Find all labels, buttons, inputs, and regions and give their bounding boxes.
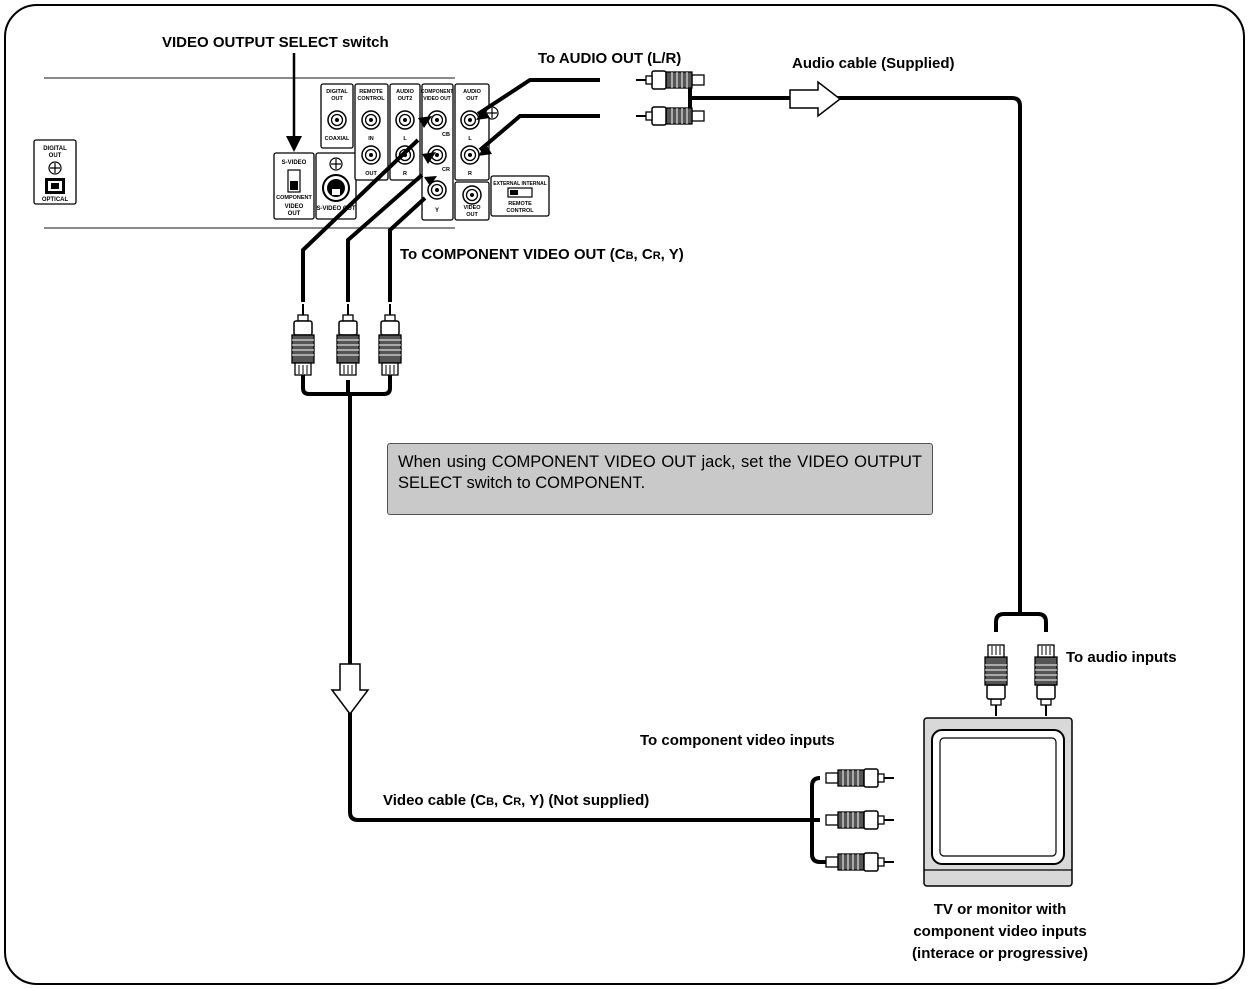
diagram-frame [4,4,1245,985]
to-component-inputs-label: To component video inputs [640,732,835,749]
panel-label-l1: L [403,136,407,142]
cb-plug [291,303,315,376]
panel-label-svo: S-VIDEO OUT [316,206,355,212]
panel-label-in: IN [368,136,374,142]
to-audio-inputs-label: To audio inputs [1066,649,1177,666]
y-plug [378,303,402,376]
panel-label-ao2: OUT [466,96,478,102]
panel-label-y: Y [435,208,439,214]
panel-label-cr: CR [442,167,450,173]
cr-plug [336,303,360,376]
panel-label-cvo2: VIDEO OUT [423,96,451,102]
panel-label-comp: COMPONENT [276,195,312,201]
tv-caption-line2: component video inputs [913,923,1087,940]
panel-label-cb: CB [442,132,450,138]
tv-cb-plug [825,768,895,788]
tv-caption-line3: (interace or progressive) [912,945,1088,962]
panel-label-rc1: REMOTE [359,89,383,95]
tv-caption-line1: TV or monitor with [933,901,1067,918]
panel-label-rc3: REMOTE [508,201,532,207]
panel-label-opt: OPTICAL [42,197,69,203]
panel-label-rc2: CONTROL [357,96,385,102]
audio-cable-label: Audio cable (Supplied) [792,55,955,72]
tv-y-plug [825,852,895,872]
audio-cable [672,78,1048,632]
panel-label-ext: EXTERNAL INTERNAL [493,181,547,187]
video-output-select-arrow [286,53,302,152]
panel-label-ao2b: OUT2 [398,96,413,102]
tv-cr-plug [825,810,895,830]
panel-label-out: OUT [365,171,377,177]
panel-label-ao1: AUDIO [463,89,481,95]
panel-label-ao2a: AUDIO [396,89,414,95]
panel-label-vo4: OUT [466,212,478,218]
panel-label-vo2: OUT [288,211,301,217]
component-note-box: When using COMPONENT VIDEO OUT jack, set… [387,443,933,515]
tv-monitor [923,717,1073,887]
panel-label-vo3: VIDEO [463,205,481,211]
audio-cable-direction-arrow [789,80,842,118]
video-output-select-label: VIDEO OUTPUT SELECT switch [162,34,389,51]
video-cable-label: Video cable (CB, CR, Y) (Not supplied) [383,792,650,809]
panel-label-vo1: VIDEO [285,204,304,210]
panel-label-rc4: CONTROL [506,208,534,214]
panel-label-r1: R [403,171,407,177]
to-audio-out-label: To AUDIO OUT (L/R) [538,50,682,67]
panel-label-l2: L [468,136,472,142]
component-video-cable [301,138,826,864]
panel-label-dig2: OUT [49,153,62,159]
player-rear-panel: DIGITAL OUT OPTICAL S-VIDEO COMPONENT VI… [33,83,550,221]
tv-caption: TV or monitor with component video input… [880,899,1120,965]
panel-label-r2: R [468,171,472,177]
panel-label-sv: S-VIDEO [282,160,307,166]
panel-label-do2: OUT [331,96,343,102]
video-cable-direction-arrow [330,663,370,716]
panel-label-dig1: DIGITAL [43,146,67,152]
audio-plug-r [636,107,704,125]
panel-label-coax: COAXIAL [325,136,350,142]
audio-plug-l [636,71,704,89]
panel-label-cvo1: COMPONENT [421,89,454,95]
to-component-video-out-label: To COMPONENT VIDEO OUT (CB, CR, Y) [400,246,684,263]
panel-label-do1: DIGITAL [326,89,348,95]
